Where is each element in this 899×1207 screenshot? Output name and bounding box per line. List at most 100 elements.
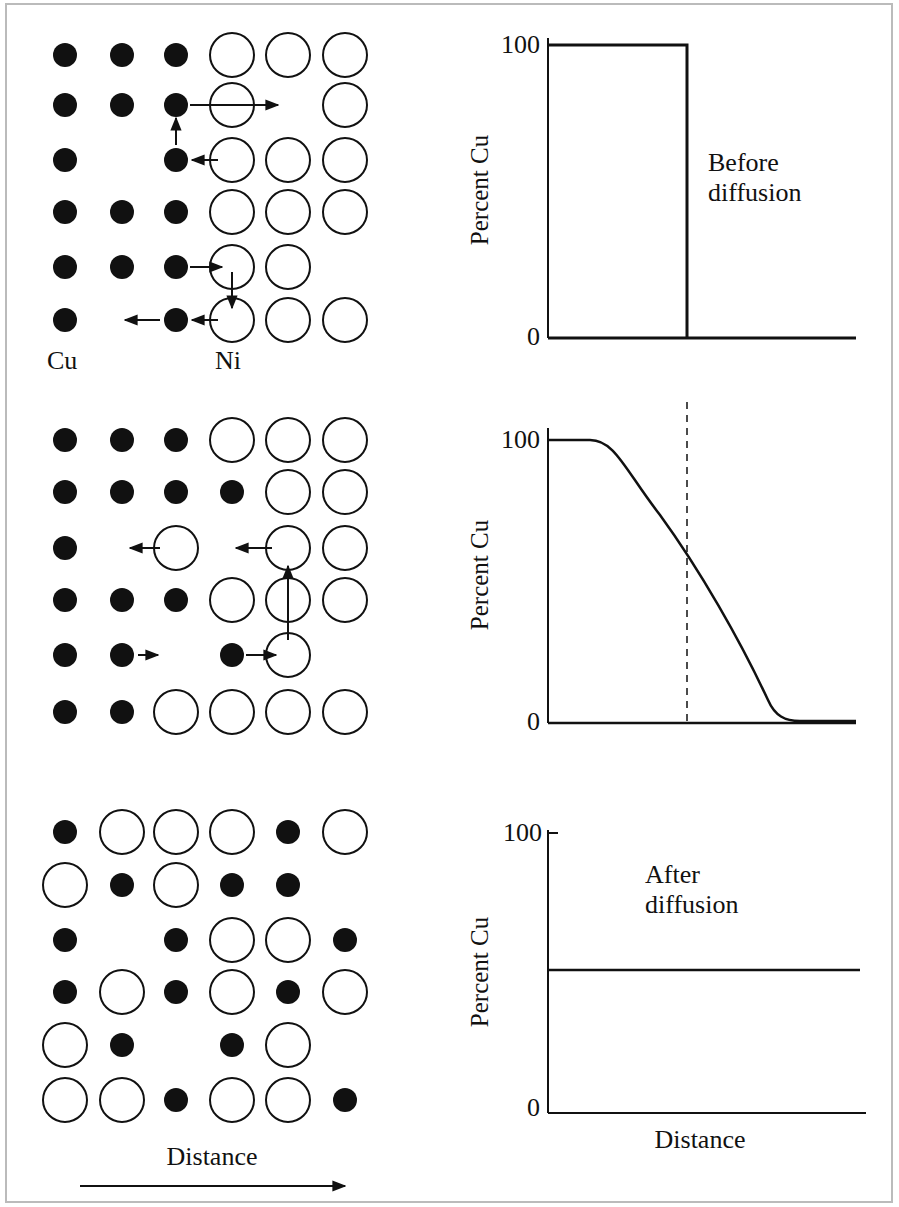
ni-atom (210, 970, 254, 1014)
frame (6, 4, 892, 1202)
ni-atom (266, 918, 310, 962)
cu-atom (53, 980, 77, 1004)
cu-atom (333, 928, 357, 952)
cu-atom (53, 536, 77, 560)
cu-atom (53, 643, 77, 667)
cu-atom (164, 255, 188, 279)
cu-atom (164, 200, 188, 224)
ni-atom (266, 33, 310, 77)
graph-during (548, 402, 856, 723)
ni-atom (323, 190, 367, 234)
ni-atom (323, 526, 367, 570)
graph-note: Before diffusion (708, 148, 858, 208)
ni-atom (100, 970, 144, 1014)
ni-atom (100, 810, 144, 854)
ni-atom (266, 245, 310, 289)
ni-atom (266, 526, 310, 570)
cu-atom (220, 480, 244, 504)
ni-atom (210, 190, 254, 234)
ni-atom (266, 298, 310, 342)
ni-atom (210, 690, 254, 734)
element-label: Ni (215, 346, 241, 376)
cu-atom (53, 700, 77, 724)
cu-atom (110, 255, 134, 279)
axis-tick: 100 (501, 30, 540, 60)
cu-atom (53, 93, 77, 117)
cu-atom (53, 480, 77, 504)
cu-atom (164, 1088, 188, 1112)
cu-atom (164, 148, 188, 172)
ni-atom (100, 1078, 144, 1122)
ni-atom (210, 33, 254, 77)
ni-atom (266, 190, 310, 234)
cu-atom (333, 1088, 357, 1112)
ni-atom (210, 810, 254, 854)
cu-atom (164, 428, 188, 452)
cu-atom (220, 643, 244, 667)
cu-atom (53, 928, 77, 952)
axis-tick: 0 (527, 322, 540, 352)
axis-title: Percent Cu (466, 917, 495, 1027)
ni-atom (323, 578, 367, 622)
cu-atom (164, 308, 188, 332)
cu-atom (110, 1033, 134, 1057)
jump-arrows (125, 105, 288, 655)
ni-atom (266, 138, 310, 182)
ni-atom (323, 33, 367, 77)
atom-grids (43, 33, 367, 1122)
cu-atom (220, 873, 244, 897)
ni-atom (210, 418, 254, 462)
cu-atom (53, 820, 77, 844)
cu-atom (110, 873, 134, 897)
ni-atom (43, 863, 87, 907)
ni-atom (323, 470, 367, 514)
cu-atom (53, 43, 77, 67)
ni-atom (266, 1078, 310, 1122)
ni-atom (210, 1078, 254, 1122)
ni-atom (154, 810, 198, 854)
ni-atom (323, 810, 367, 854)
axis-tick: 0 (527, 1093, 540, 1123)
ni-atom (210, 578, 254, 622)
cu-atom (110, 643, 134, 667)
ni-atom (323, 418, 367, 462)
cu-atom (276, 980, 300, 1004)
ni-atom (210, 918, 254, 962)
graph-after (548, 830, 866, 1113)
cu-atom (164, 980, 188, 1004)
ni-atom (154, 863, 198, 907)
ni-atom (266, 470, 310, 514)
axis-title: Distance (167, 1142, 258, 1172)
axis-tick: 100 (501, 425, 540, 455)
cu-atom (53, 255, 77, 279)
axis-tick: 100 (503, 818, 542, 848)
ni-atom (323, 83, 367, 127)
axis-tick: 0 (527, 707, 540, 737)
cu-atom (110, 428, 134, 452)
cu-atom (110, 200, 134, 224)
axis-title: Percent Cu (466, 135, 495, 245)
cu-atom (164, 480, 188, 504)
distance-arrow (80, 1185, 345, 1187)
cu-atom (53, 428, 77, 452)
ni-atom (323, 138, 367, 182)
ni-atom (323, 970, 367, 1014)
cu-atom (53, 148, 77, 172)
cu-atom (110, 700, 134, 724)
ni-atom (154, 690, 198, 734)
ni-atom (43, 1023, 87, 1067)
ni-atom (43, 1078, 87, 1122)
ni-atom (266, 690, 310, 734)
ni-atom (154, 526, 198, 570)
element-label: Cu (47, 346, 77, 376)
cu-atom (276, 873, 300, 897)
cu-atom (110, 93, 134, 117)
cu-atom (220, 1033, 244, 1057)
cu-atom (110, 588, 134, 612)
graph-before (548, 38, 856, 338)
axis-title: Distance (655, 1125, 746, 1155)
ni-atom (266, 418, 310, 462)
cu-atom (110, 480, 134, 504)
cu-atom (53, 200, 77, 224)
cu-atom (53, 308, 77, 332)
